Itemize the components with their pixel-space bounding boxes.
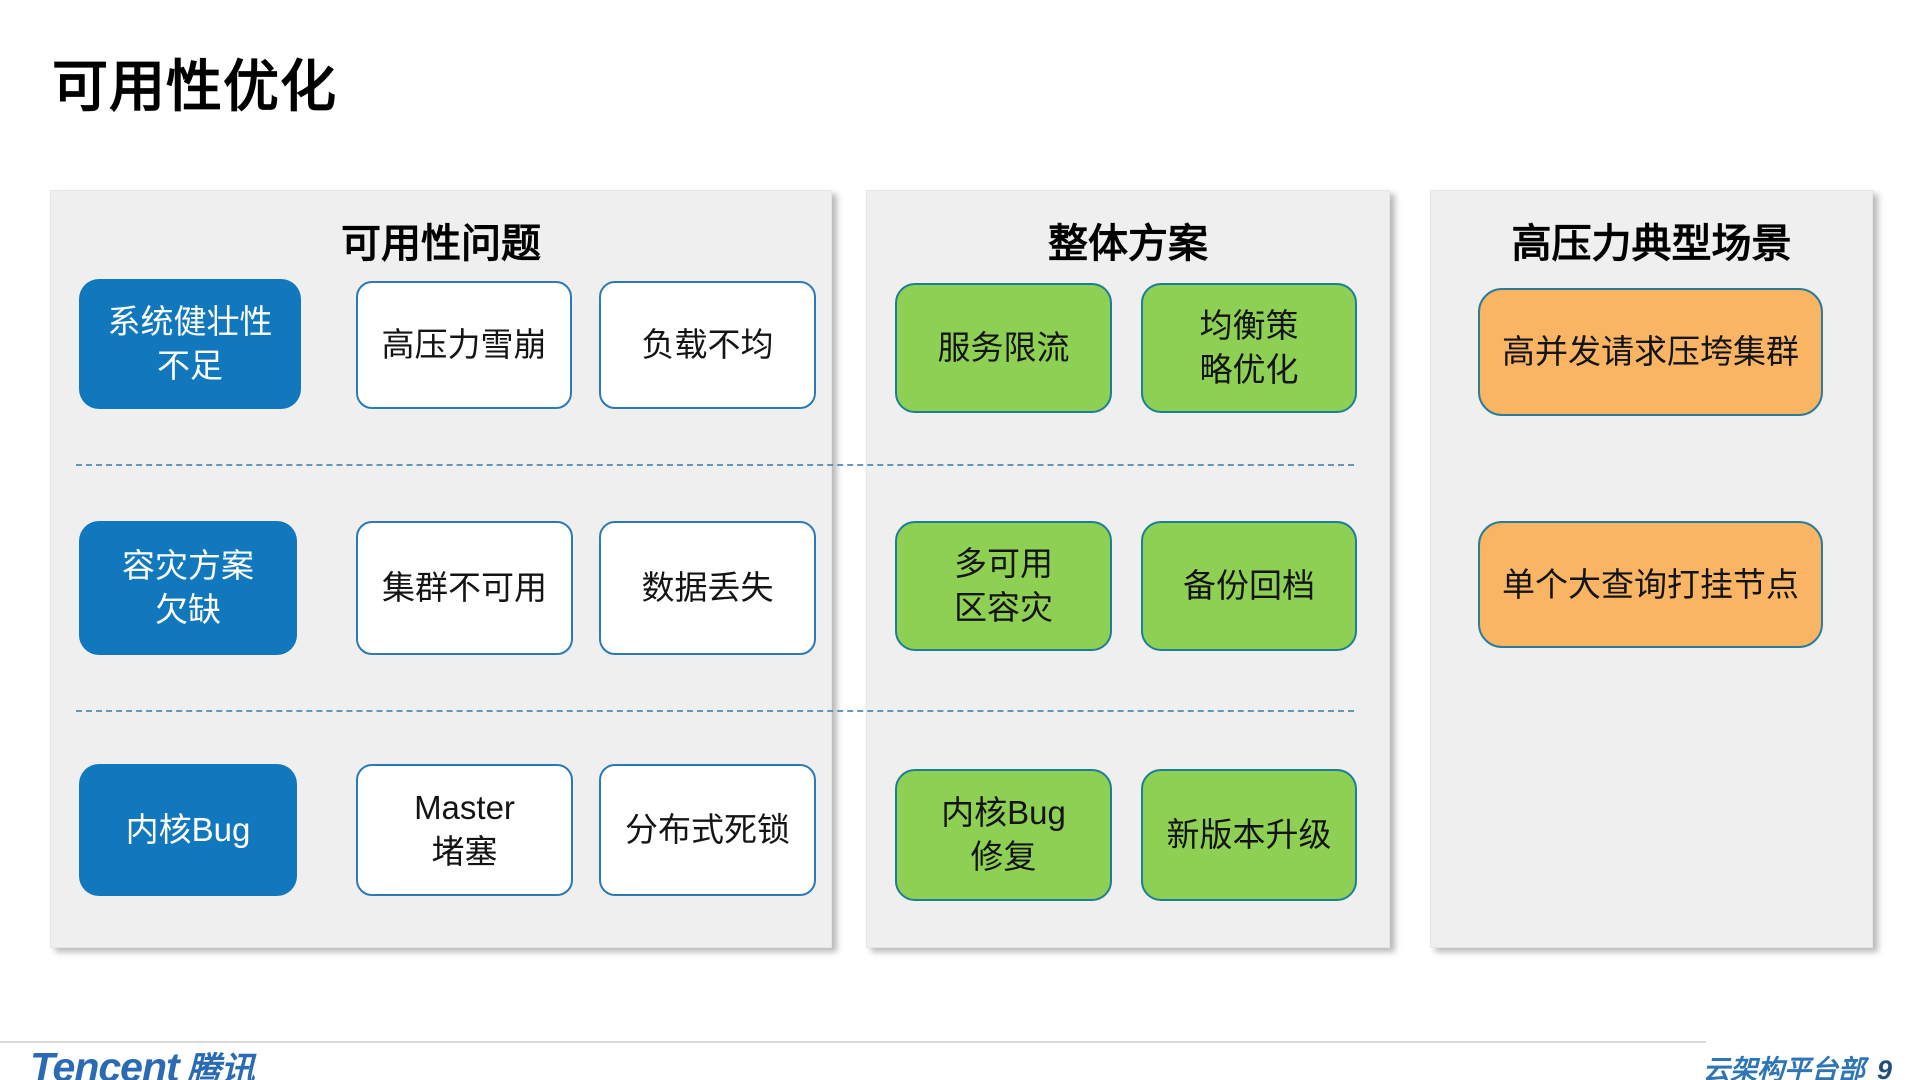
box-data-loss: 数据丢失 xyxy=(599,521,816,655)
box-high-concurrency-crushes-cluster: 高并发请求压垮集群 xyxy=(1478,288,1823,416)
box-high-pressure-avalanche: 高压力雪崩 xyxy=(356,281,572,409)
box-kernel-bug: 内核Bug xyxy=(79,764,297,896)
panel-overall-solution-header: 整体方案 xyxy=(1048,222,1208,266)
box-multi-az-disaster-recovery: 多可用 区容灾 xyxy=(895,521,1112,651)
tencent-logo-en: Tencent xyxy=(30,1044,180,1080)
tencent-logo: Tencent 腾讯 xyxy=(30,1042,255,1080)
box-new-version-upgrade: 新版本升级 xyxy=(1141,769,1357,901)
footer-separator-line xyxy=(0,1041,1706,1043)
box-service-rate-limiting: 服务限流 xyxy=(895,283,1112,413)
panel-high-pressure-scenarios-header: 高压力典型场景 xyxy=(1511,222,1792,266)
box-dr-plan-lacking: 容灾方案 欠缺 xyxy=(79,521,297,655)
panel-availability-problems: 可用性问题 系统健壮性 不足 高压力雪崩 负载不均 容灾方案 欠缺 集群不可用 … xyxy=(50,190,832,948)
box-balancing-strategy-optimization: 均衡策 略优化 xyxy=(1141,283,1357,413)
box-single-big-query-kills-node: 单个大查询打挂节点 xyxy=(1478,521,1823,648)
box-kernel-bug-fix: 内核Bug 修复 xyxy=(895,769,1112,901)
panel-availability-problems-header: 可用性问题 xyxy=(341,222,541,266)
box-backup-rollback: 备份回档 xyxy=(1141,521,1357,651)
panel-high-pressure-scenarios: 高压力典型场景 高并发请求压垮集群 单个大查询打挂节点 xyxy=(1430,190,1873,948)
panel-overall-solution: 整体方案 服务限流 均衡策 略优化 多可用 区容灾 备份回档 内核Bug 修复 … xyxy=(866,190,1390,948)
dashed-divider-2 xyxy=(76,710,1354,712)
box-master-blockage: Master 堵塞 xyxy=(356,764,573,896)
page-title: 可用性优化 xyxy=(52,55,337,118)
box-distributed-deadlock: 分布式死锁 xyxy=(599,764,816,896)
box-system-robustness: 系统健壮性 不足 xyxy=(79,279,301,409)
footer-right: 云架构平台部 9 xyxy=(1703,1048,1892,1080)
dashed-divider-1 xyxy=(76,464,1354,466)
box-cluster-unavailable: 集群不可用 xyxy=(356,521,573,655)
tencent-logo-cn: 腾讯 xyxy=(186,1051,255,1080)
page-number: 9 xyxy=(1876,1055,1892,1080)
department-label: 云架构平台部 xyxy=(1702,1055,1865,1080)
box-load-imbalance: 负载不均 xyxy=(599,281,816,409)
